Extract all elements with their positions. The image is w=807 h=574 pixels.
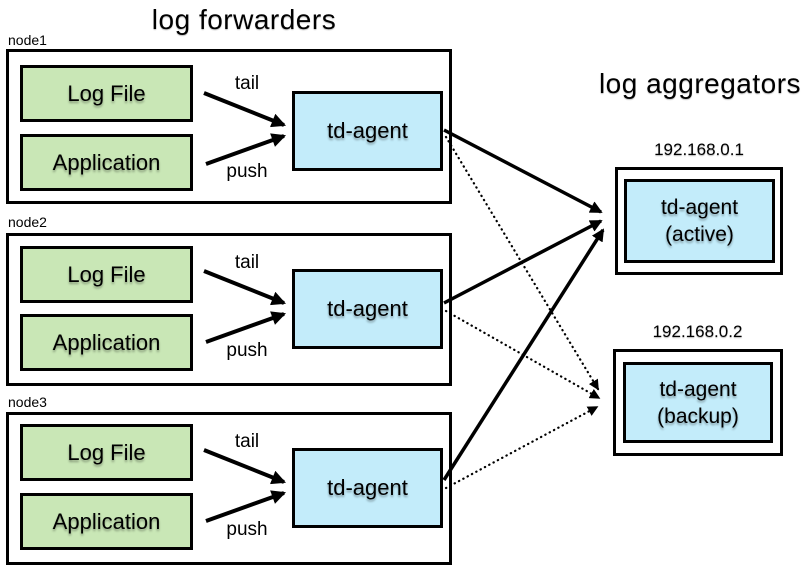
node3-to-active-arrow: [442, 228, 605, 481]
node1-log-file-label: Log File: [67, 80, 146, 106]
node1-to-active-arrow: [443, 128, 603, 214]
aggregator-active-box: td-agent (active): [624, 179, 775, 263]
node1-log-file-box: Log File: [20, 65, 193, 122]
node2-push-arrow-label: push: [226, 340, 268, 361]
node2-log-file-box: Log File: [20, 246, 193, 303]
node1-application-box: Application: [20, 134, 193, 191]
node1-to-backup-arrow: [444, 135, 600, 391]
aggregator-backup-role-label: (backup): [657, 404, 739, 428]
forwarders-title: log forwarders: [151, 4, 337, 35]
node2-td-agent-label: td-agent: [327, 296, 408, 321]
node3-application-box: Application: [20, 493, 193, 550]
node3-to-backup-arrow: [444, 405, 599, 490]
node3-push-arrow-label: push: [226, 519, 268, 540]
aggregator-active-ip-label: 192.168.0.1: [654, 140, 744, 159]
aggregator-backup-agent-label: td-agent: [659, 377, 737, 401]
node2-to-backup-arrow: [444, 309, 601, 400]
node3-log-file-label: Log File: [67, 439, 146, 465]
node2-log-file-label: Log File: [67, 261, 146, 287]
aggregator-active-agent-label: td-agent: [660, 196, 739, 219]
node1-push-arrow-label: push: [226, 161, 268, 182]
node3-tail-arrow-label: tail: [234, 431, 260, 452]
node1-td-agent-box: td-agent: [292, 91, 443, 171]
node2-tail-arrow-label: tail: [234, 252, 260, 273]
node3-td-agent-box: td-agent: [292, 448, 443, 528]
node2-application-label: Application: [52, 329, 161, 355]
node1-td-agent-label: td-agent: [327, 118, 408, 143]
node1-label: node1: [8, 32, 47, 48]
node2-to-active-arrow: [443, 219, 603, 305]
node3-label: node3: [8, 394, 47, 410]
node3-td-agent-label: td-agent: [327, 475, 408, 500]
node3-application-label: Application: [52, 508, 161, 534]
aggregator-active-role-label: (active): [665, 223, 734, 246]
aggregator-backup-box: td-agent (backup): [623, 362, 773, 443]
node2-application-box: Application: [20, 314, 193, 371]
node2-td-agent-box: td-agent: [292, 269, 443, 349]
node2-label: node2: [8, 214, 47, 230]
node1-tail-arrow-label: tail: [234, 73, 260, 94]
node1-application-label: Application: [52, 149, 161, 175]
aggregator-backup-ip-label: 192.168.0.2: [652, 322, 743, 341]
aggregators-title: log aggregators: [598, 68, 802, 99]
node3-log-file-box: Log File: [20, 424, 193, 481]
